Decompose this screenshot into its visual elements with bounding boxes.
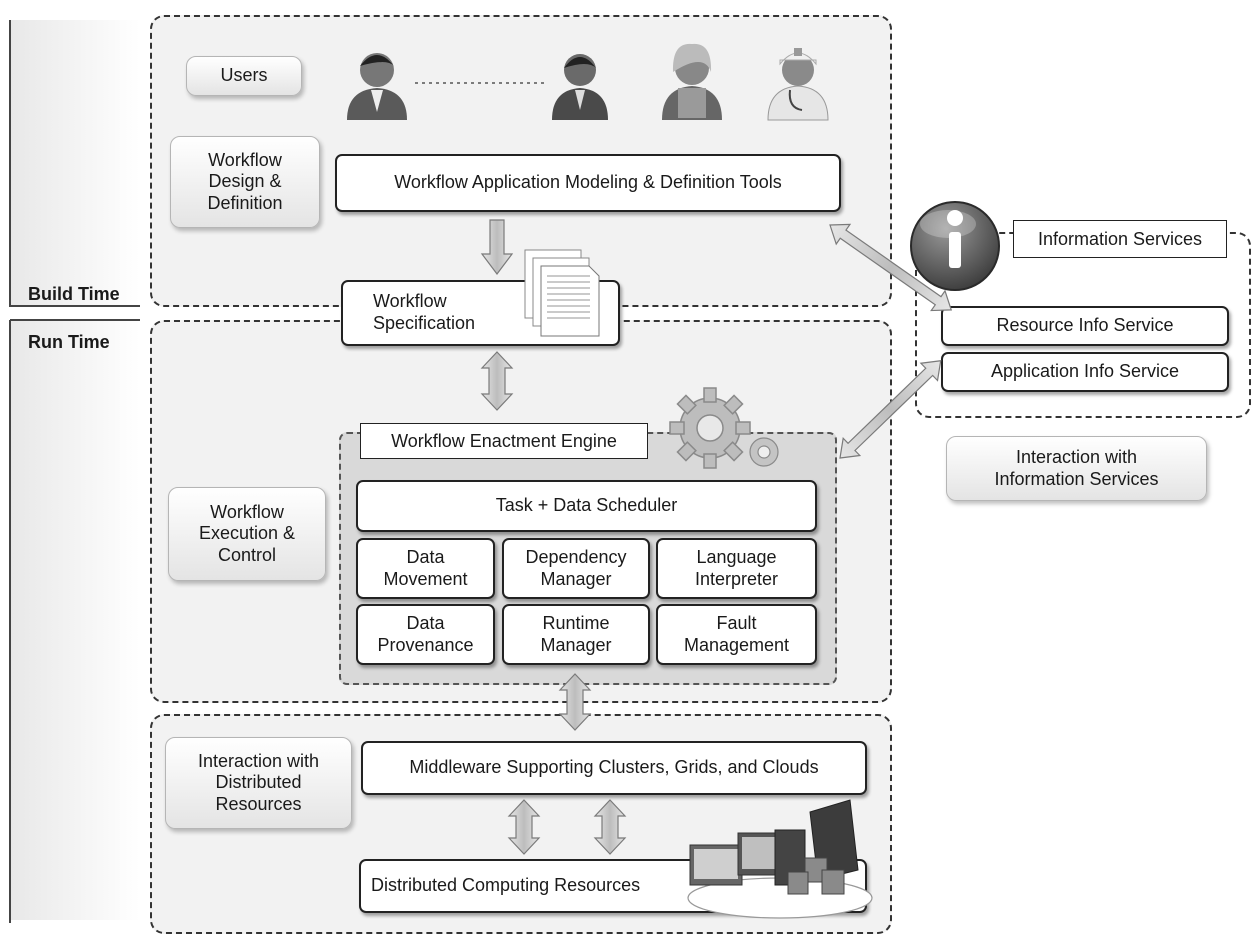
modeling-tools-box: Workflow Application Modeling & Definiti… bbox=[335, 154, 841, 212]
fault-management-box: Fault Management bbox=[656, 604, 817, 665]
language-interpreter-box: Language Interpreter bbox=[656, 538, 817, 599]
information-services-title: Information Services bbox=[1013, 220, 1227, 258]
workflow-design-label: Workflow Design & Definition bbox=[170, 136, 320, 228]
workflow-execution-label: Workflow Execution & Control bbox=[168, 487, 326, 581]
user-icon bbox=[347, 53, 407, 120]
user-icon bbox=[552, 54, 608, 120]
enactment-engine-title: Workflow Enactment Engine bbox=[360, 423, 648, 459]
middleware-box: Middleware Supporting Clusters, Grids, a… bbox=[361, 741, 867, 795]
application-info-service-box: Application Info Service bbox=[941, 352, 1229, 392]
data-movement-box: Data Movement bbox=[356, 538, 495, 599]
distributed-resources-interaction-label: Interaction with Distributed Resources bbox=[165, 737, 352, 829]
runtime-manager-box: Runtime Manager bbox=[502, 604, 650, 665]
dependency-manager-box: Dependency Manager bbox=[502, 538, 650, 599]
user-icon bbox=[662, 43, 722, 120]
data-provenance-box: Data Provenance bbox=[356, 604, 495, 665]
resource-info-service-box: Resource Info Service bbox=[941, 306, 1229, 346]
build-time-label: Build Time bbox=[28, 284, 120, 304]
task-data-scheduler-box: Task + Data Scheduler bbox=[356, 480, 817, 532]
run-time-label: Run Time bbox=[28, 332, 110, 352]
doctor-icon bbox=[767, 48, 829, 121]
information-services-interaction-label: Interaction with Information Services bbox=[946, 436, 1207, 501]
users-label: Users bbox=[186, 56, 302, 96]
